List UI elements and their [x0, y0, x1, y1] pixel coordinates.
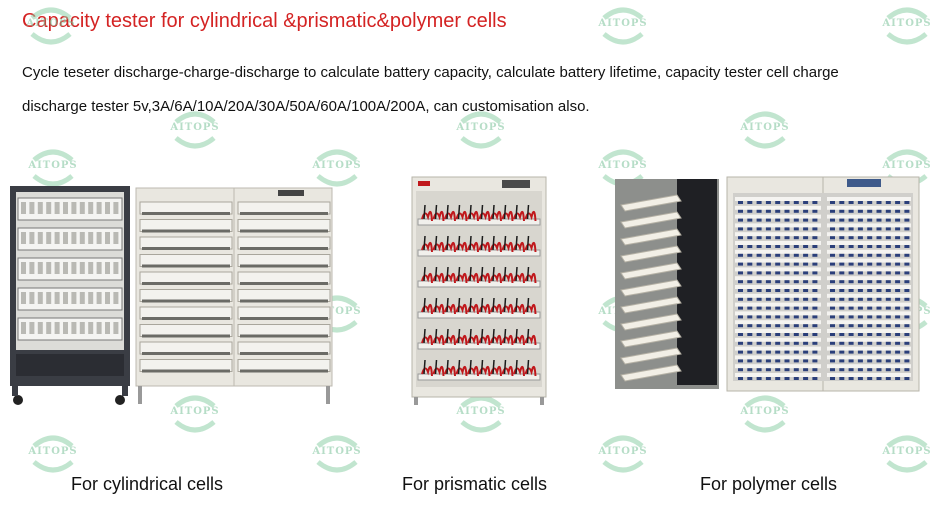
caption-prismatic: For prismatic cells — [402, 474, 548, 494]
watermark-logo: AITOPS — [450, 392, 512, 434]
watermark-logo: AITOPS — [306, 432, 368, 474]
watermark-logo: AITOPS — [22, 432, 84, 474]
watermark-logo: AITOPS — [450, 108, 512, 150]
watermark-logo: AITOPS — [734, 392, 796, 434]
watermark-logo: AITOPS — [22, 146, 84, 188]
watermark-logo: AITOPS — [876, 432, 938, 474]
watermark-logo: AITOPS — [592, 432, 654, 474]
description-line-2: discharge tester 5v,3A/6A/10A/20A/30A/50… — [22, 98, 590, 115]
watermark-logo: AITOPS — [876, 4, 938, 46]
description-line-1: Cycle teseter discharge-charge-discharge… — [22, 64, 839, 81]
watermark-logo: AITOPS — [164, 108, 226, 150]
prismatic-tester-photo — [410, 175, 550, 407]
watermark-logo: AITOPS — [734, 108, 796, 150]
caption-cylindrical: For cylindrical cells — [71, 474, 224, 494]
caption-polymer: For polymer cells — [700, 474, 838, 494]
page-title: Capacity tester for cylindrical &prismat… — [22, 10, 507, 32]
cylindrical-tester-photo — [8, 182, 333, 410]
polymer-tester-photo — [615, 175, 920, 397]
watermark-logo: AITOPS — [306, 146, 368, 188]
watermark-logo: AITOPS — [164, 392, 226, 434]
watermark-logo: AITOPS — [20, 4, 82, 46]
watermark-logo: AITOPS — [592, 4, 654, 46]
